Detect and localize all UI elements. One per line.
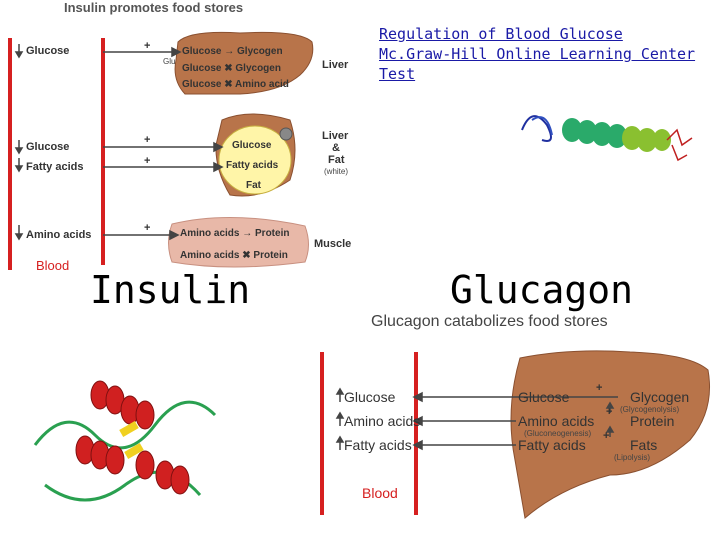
glucagon-liver-glucose: Glucose	[518, 389, 570, 405]
liver-fat-label-2: &	[332, 142, 340, 154]
insulin-plus-1: +	[144, 40, 151, 52]
glucagon-blood-label: Blood	[362, 485, 398, 501]
liver-row-3: Glucose ✖ Amino acid	[182, 79, 289, 90]
note-glycogenolysis: (Glycogenolysis)	[620, 405, 680, 414]
glucagon-plus-2: +	[606, 406, 613, 418]
link-line-1: Regulation of Blood Glucose	[379, 25, 623, 43]
muscle-shape	[168, 217, 309, 268]
insulin-heading: Insulin	[90, 268, 251, 312]
fat-cell-shape	[218, 125, 292, 195]
link-line-2: Mc.Graw-Hill Online Learning Center	[379, 45, 696, 63]
liver-row-1: Glucose → Glycogen	[182, 46, 283, 57]
regulation-of-blood-glucose-link[interactable]: Regulation of Blood Glucose Mc.Graw-Hill…	[379, 24, 695, 84]
liver-fat-label-3: Fat	[328, 154, 345, 166]
blood-item-glucose-2: Glucose	[26, 141, 70, 153]
blood-item-fatty-acids: Fatty acids	[26, 161, 84, 173]
store-glycogen: Glycogen	[630, 389, 690, 405]
glucagon-blood-amino-acids: Amino acids	[344, 413, 421, 429]
liver-shape	[174, 31, 314, 95]
insulin-molecule-image	[33, 380, 217, 502]
blood-item-amino-acids: Amino acids	[26, 229, 92, 241]
glucagon-figure-title: Glucagon catabolizes food stores	[371, 313, 608, 330]
note-gluconeogenesis: (Gluconeogenesis)	[524, 429, 592, 438]
glucagon-liver-fatty-acids: Fatty acids	[518, 437, 586, 453]
insulin-plus-3: +	[144, 155, 151, 167]
muscle-row-1: Amino acids → Protein	[180, 228, 290, 239]
insulin-blood-label: Blood	[36, 258, 70, 273]
fat-item-fat: Fat	[246, 180, 261, 191]
fat-nucleus	[279, 127, 293, 141]
liver-fat-label-4: (white)	[324, 167, 349, 176]
liver-fat-label-1: Liver	[322, 130, 349, 142]
link-line-3: Test	[379, 65, 416, 83]
glucagon-blood-glucose: Glucose	[344, 389, 396, 405]
insulin-diagram-graphic	[8, 31, 314, 270]
note-lipolysis: (Lipolysis)	[614, 453, 651, 462]
glucagon-blood-fatty-acids: Fatty acids	[344, 437, 412, 453]
insulin-plus-4: +	[144, 222, 151, 234]
muscle-label: Muscle	[314, 238, 352, 250]
glucagon-diagram-graphic	[320, 350, 711, 519]
insulin-plus-2: +	[144, 134, 151, 146]
store-protein: Protein	[630, 413, 675, 429]
glucagon-liver-amino-acids: Amino acids	[518, 413, 595, 429]
glucagon-heading: Glucagon	[450, 268, 634, 312]
muscle-row-2: Amino acids ✖ Protein	[180, 250, 288, 261]
fat-item-glucose: Glucose	[232, 140, 272, 151]
glucagon-molecule-image	[521, 115, 693, 162]
glucagon-plus-1: +	[596, 382, 603, 394]
fat-item-fatty-acids: Fatty acids	[226, 160, 279, 171]
liver-label: Liver	[322, 59, 349, 71]
blood-item-glucose-1: Glucose	[26, 45, 70, 57]
insulin-figure-title: Insulin promotes food stores	[64, 0, 244, 15]
glucagon-plus-3: +	[603, 430, 610, 442]
liver-row-2: Glucose ✖ Glycogen	[182, 63, 281, 74]
store-fats: Fats	[630, 437, 658, 453]
liver-stub-label: Glu	[163, 57, 176, 66]
